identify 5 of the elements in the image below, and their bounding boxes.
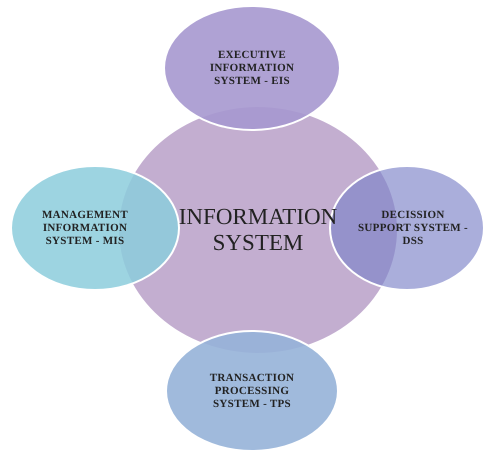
node-label: EXECUTIVE INFORMATION SYSTEM - EIS bbox=[208, 48, 296, 88]
node-label: DECISSION SUPPORT SYSTEM - DSS bbox=[358, 208, 468, 248]
node-label: INFORMATION SYSTEM bbox=[178, 204, 338, 256]
node-label: MANAGEMENT INFORMATION SYSTEM - MIS bbox=[40, 208, 130, 248]
node-label: TRANSACTION PROCESSING SYSTEM - TPS bbox=[208, 372, 296, 410]
